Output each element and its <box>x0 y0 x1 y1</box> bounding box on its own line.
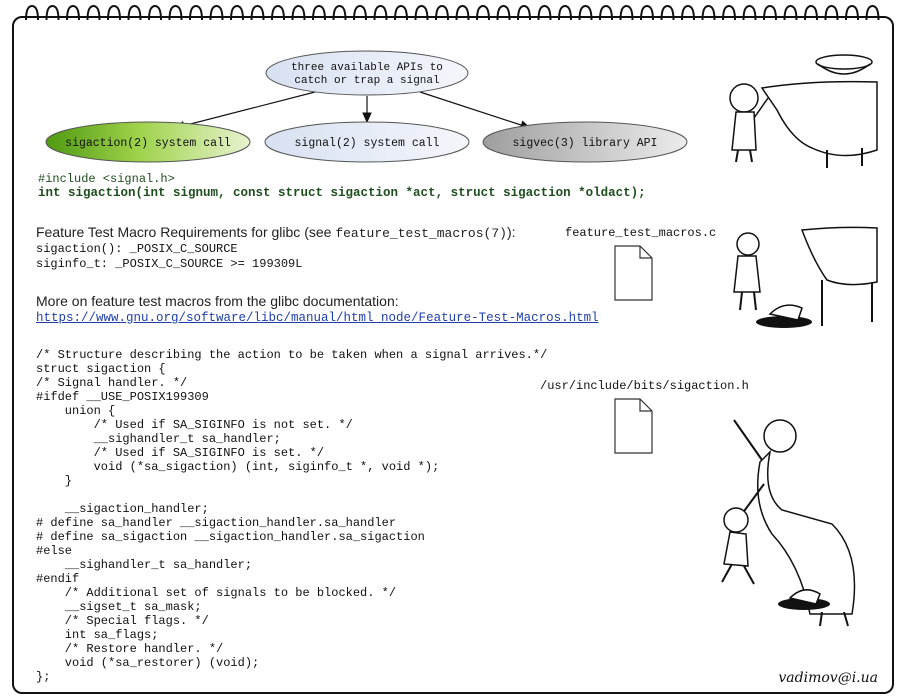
code-line: #endif <box>36 572 80 586</box>
binding-ring <box>66 4 80 21</box>
node-sigaction <box>45 121 251 163</box>
sigaction-prototype: int sigaction(int signum, const struct s… <box>38 186 646 200</box>
api-diagram: three available APIs to catch or trap a … <box>45 50 688 163</box>
binding-ring <box>312 4 326 21</box>
root-node-line2: catch or trap a signal <box>294 75 439 87</box>
binding-ring <box>640 4 654 21</box>
code-line: } <box>36 474 73 488</box>
binding-ring <box>332 4 347 21</box>
binding-ring <box>455 4 470 21</box>
ftm-line1: sigaction(): _POSIX_C_SOURCE <box>36 242 238 256</box>
arrow-to-sigvec <box>419 91 532 130</box>
binding-ring <box>599 4 613 21</box>
more-text: More on feature test macros from the gli… <box>36 293 399 309</box>
binding-ring <box>45 4 60 21</box>
ftm-line2: siginfo_t: _POSIX_C_SOURCE >= 199309L <box>36 257 303 271</box>
code-line: #else <box>36 544 73 558</box>
file-label-feature-test-macros: feature_test_macros.c <box>565 226 717 240</box>
binding-ring <box>271 4 285 21</box>
file-icon-sigaction-h[interactable] <box>614 398 654 454</box>
binding-ring <box>353 4 367 21</box>
file-icon-feature-test-macros[interactable] <box>614 245 654 301</box>
node-sigaction-label: sigaction(2) system call <box>65 137 231 150</box>
binding-ring <box>517 4 531 21</box>
include-line: #include <signal.h> <box>38 172 175 186</box>
binding-ring <box>558 4 572 21</box>
glibc-docs-link[interactable]: https://www.gnu.org/software/libc/manual… <box>36 311 599 325</box>
ftm-suffix: ): <box>506 224 516 240</box>
binding-ring <box>681 4 695 21</box>
binding-ring <box>619 4 634 21</box>
binding-ring <box>578 4 593 21</box>
binding-ring <box>250 4 265 21</box>
code-line: # define sa_handler __sigaction_handler.… <box>36 516 397 530</box>
code-line: /* Special flags. */ <box>36 614 209 628</box>
binding-ring <box>168 4 183 21</box>
binding-ring <box>660 4 675 21</box>
code-line: void (*sa_restorer) (void); <box>36 656 260 670</box>
root-node-line1: three available APIs to <box>291 62 443 74</box>
code-line: struct sigaction { <box>36 362 166 376</box>
code-line: /* Structure describing the action to be… <box>36 348 548 362</box>
file-label-sigaction-h: /usr/include/bits/sigaction.h <box>540 379 749 393</box>
cartoon-child-broken-bowl-illustration <box>733 226 878 328</box>
code-line: int sa_flags; <box>36 628 159 642</box>
binding-ring <box>189 4 203 21</box>
binding-ring <box>86 4 101 21</box>
binding-ring <box>25 4 39 21</box>
spiral-binding <box>25 4 880 21</box>
code-line: __sigset_t sa_mask; <box>36 600 202 614</box>
cartoon-child-pulling-tablecloth-illustration <box>729 54 878 168</box>
binding-ring <box>783 4 798 21</box>
code-line: __sighandler_t sa_handler; <box>36 558 253 572</box>
ftm-ref: feature_test_macros(7) <box>335 226 507 241</box>
node-signal-label: signal(2) system call <box>295 137 440 150</box>
binding-ring <box>230 4 244 21</box>
binding-ring <box>742 4 757 21</box>
binding-ring <box>127 4 142 21</box>
code-line: /* Used if SA_SIGINFO is set. */ <box>36 446 325 460</box>
author-signature: vadimov@i.ua <box>778 670 878 686</box>
code-line: # define sa_sigaction __sigaction_handle… <box>36 530 425 544</box>
code-line: }; <box>36 670 51 684</box>
code-line: __sigaction_handler; <box>36 502 209 516</box>
cartoon-woman-scolding-child-illustration <box>721 419 856 627</box>
binding-ring <box>824 4 839 21</box>
binding-ring <box>394 4 408 21</box>
binding-ring <box>763 4 777 21</box>
binding-ring <box>804 4 818 21</box>
binding-ring <box>291 4 306 21</box>
code-line: /* Signal handler. */ <box>36 376 188 390</box>
node-signal <box>264 121 470 163</box>
code-line: void (*sa_sigaction) (int, siginfo_t *, … <box>36 460 440 474</box>
code-line: #ifdef __USE_POSIX199309 <box>36 390 209 404</box>
arrow-to-sigaction <box>173 91 316 131</box>
binding-ring <box>476 4 490 21</box>
binding-ring <box>148 4 162 21</box>
node-sigvec <box>482 121 688 163</box>
root-node <box>265 50 469 96</box>
node-sigvec-label: sigvec(3) library API <box>513 137 658 150</box>
binding-ring <box>865 4 880 21</box>
code-line: /* Additional set of signals to be block… <box>36 586 397 600</box>
code-line: /* Used if SA_SIGINFO is not set. */ <box>36 418 353 432</box>
binding-ring <box>537 4 552 21</box>
ftm-prefix: Feature Test Macro Requirements for glib… <box>36 224 336 240</box>
binding-ring <box>701 4 716 21</box>
binding-ring <box>496 4 511 21</box>
code-line: /* Restore handler. */ <box>36 642 224 656</box>
binding-ring <box>845 4 859 21</box>
binding-ring <box>373 4 388 21</box>
ftm-heading: Feature Test Macro Requirements for glib… <box>36 224 516 241</box>
binding-ring <box>209 4 224 21</box>
code-line: __sighandler_t sa_handler; <box>36 432 281 446</box>
code-line: union { <box>36 404 116 418</box>
binding-ring <box>435 4 449 21</box>
binding-ring <box>722 4 736 21</box>
binding-ring <box>107 4 121 21</box>
binding-ring <box>414 4 429 21</box>
